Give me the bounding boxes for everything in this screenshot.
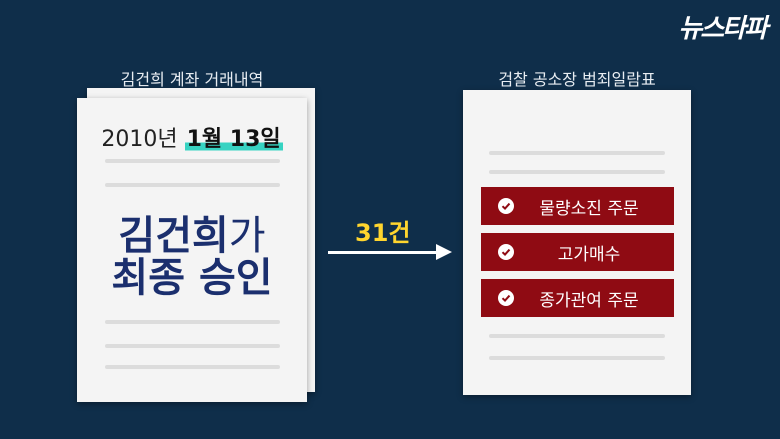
doc-line	[489, 170, 665, 174]
arrow-shaft	[328, 251, 440, 254]
doc-line	[105, 344, 280, 348]
right-doc-caption: 검찰 공소장 범죄일람표	[498, 70, 656, 89]
doc-line	[105, 183, 280, 187]
doc-line	[489, 334, 665, 338]
left-doc-caption: 김건희 계좌 거래내역	[120, 70, 264, 89]
doc-line	[105, 320, 280, 324]
check-icon	[498, 198, 514, 214]
headline-line2: 최종 승인	[111, 255, 273, 301]
crime-item: 고가매수	[481, 233, 674, 271]
date-year: 2010년	[101, 127, 178, 152]
date-highlight: 1월 13일	[184, 127, 283, 152]
doc-line	[489, 151, 665, 155]
headline-particle: 가	[228, 213, 266, 259]
newstapa-logo: 뉴스타파	[678, 14, 768, 44]
left-doc-date: 2010년 1월 13일	[77, 121, 307, 153]
crime-item-label: 물량소진 주문	[539, 198, 639, 219]
crime-item: 물량소진 주문	[481, 187, 674, 225]
crime-item-label: 고가매수	[557, 244, 621, 265]
headline-line1: 김건희가	[76, 214, 308, 258]
doc-line	[105, 365, 280, 369]
headline-name: 김건희	[118, 213, 229, 259]
arrow-right-icon	[436, 244, 452, 260]
check-icon	[498, 244, 514, 260]
check-icon	[498, 290, 514, 306]
doc-line	[105, 159, 280, 163]
crime-item-label: 종가관여 주문	[539, 290, 639, 311]
crime-item: 종가관여 주문	[481, 279, 674, 317]
doc-line	[489, 356, 665, 360]
count-label: 31건	[355, 219, 411, 247]
